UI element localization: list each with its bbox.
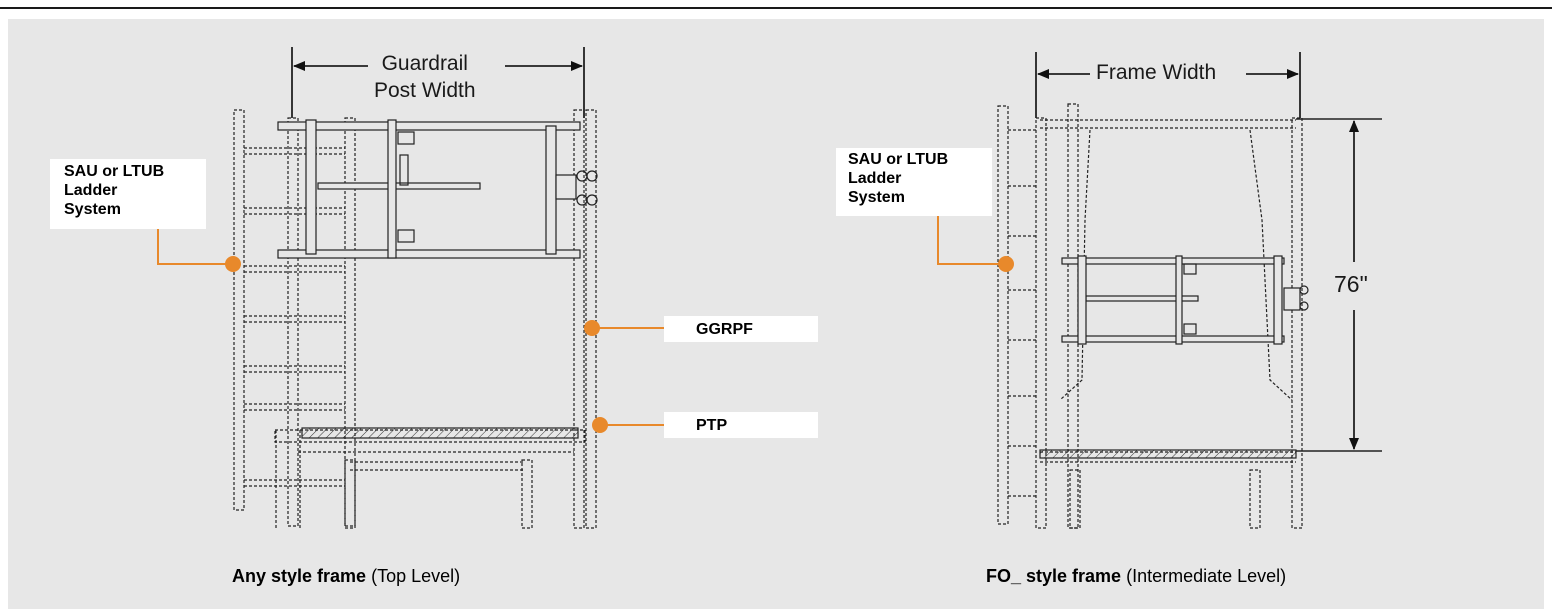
left-callout-dots: [225, 256, 608, 433]
top-rule: [0, 7, 1552, 9]
ladder-callout-line1: SAU or LTUB: [64, 163, 165, 180]
right-guardrail: [1061, 255, 1309, 345]
diagram-panel: [8, 19, 1544, 609]
right-platform: [1039, 449, 1297, 459]
ggrpf-callout: GGRPF: [664, 316, 818, 342]
frame-width-label: Frame Width: [1090, 61, 1223, 85]
right-ladder-system-callout: SAU or LTUB Ladder System: [836, 148, 992, 216]
left-platform-ptp: [301, 427, 579, 439]
right-callout-leader: [937, 216, 1004, 265]
left-guardrail: [277, 119, 598, 259]
guardrail-label-line2: Post Width: [374, 79, 476, 102]
right-ladder-callout-dot: [998, 256, 1014, 272]
ptp-callout-dot: [592, 417, 608, 433]
ptp-callout: PTP: [664, 412, 818, 438]
ladder-callout-dot: [225, 256, 241, 272]
right-ladder-frame: [997, 103, 1303, 529]
right-caption-normal: (Intermediate Level): [1126, 566, 1287, 586]
frame-width-text: Frame Width: [1096, 61, 1217, 84]
left-callout-leaders: [157, 228, 664, 426]
left-figure-caption: Any style frame (Top Level): [232, 566, 460, 587]
ladder-callout-line2: Ladder: [64, 182, 118, 199]
left-caption-normal: (Top Level): [371, 566, 461, 586]
left-ladder-system-callout: SAU or LTUB Ladder System: [50, 159, 206, 229]
left-ladder: [233, 109, 597, 529]
right-caption-bold: FO_ style frame: [986, 566, 1122, 586]
guardrail-label-line1: Guardrail: [381, 52, 468, 75]
right-ladder-callout-line1: SAU or LTUB: [848, 151, 949, 168]
right-ladder-callout-line2: Ladder: [848, 170, 902, 187]
right-figure-caption: FO_ style frame (Intermediate Level): [986, 566, 1286, 587]
right-ladder-callout-line3: System: [848, 189, 905, 206]
height-dimension-label: 76": [1328, 271, 1374, 298]
height-76-text: 76": [1334, 271, 1368, 297]
guardrail-post-width-label: Guardrail Post Width: [368, 50, 482, 104]
ggrpf-callout-dot: [584, 320, 600, 336]
right-scaffold-figure: [997, 52, 1382, 529]
ladder-callout-line3: System: [64, 201, 121, 218]
ggrpf-label: GGRPF: [696, 321, 753, 338]
ptp-label: PTP: [696, 417, 728, 434]
left-scaffold-figure: [233, 47, 598, 529]
left-caption-bold: Any style frame: [232, 566, 367, 586]
